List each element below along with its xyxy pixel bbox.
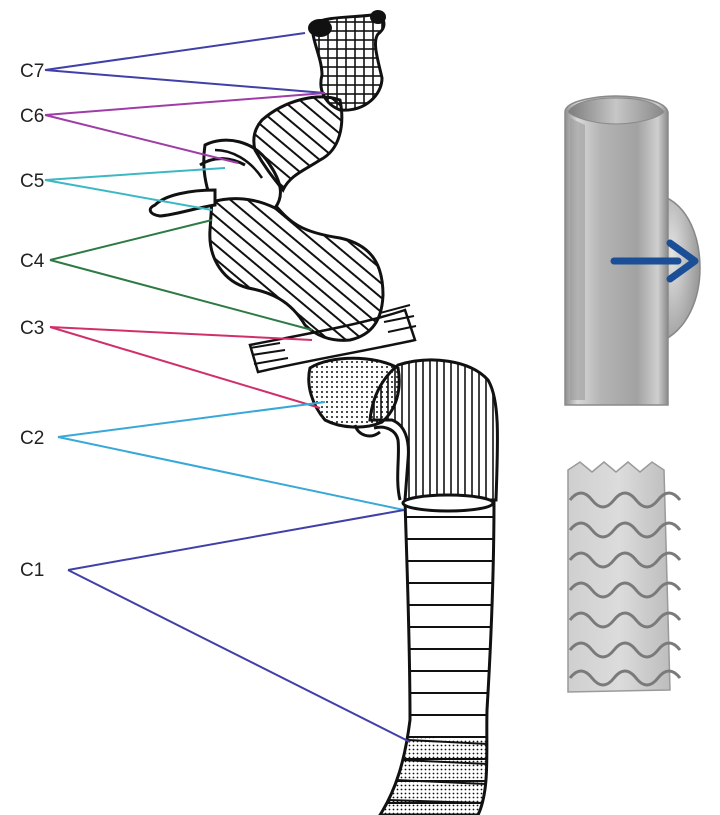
right-arrow-icon: [610, 239, 699, 283]
segment-c1-stippled-base: [380, 735, 488, 815]
segment-c1-rings: [387, 739, 489, 804]
leader-c4: [49, 219, 313, 331]
label-c3: C3: [20, 318, 44, 339]
label-c5: C5: [20, 171, 44, 192]
label-c1: C1: [20, 560, 44, 581]
leader-c1: [67, 509, 411, 743]
graft-tube-body: [564, 95, 669, 406]
segment-c7-tip: [370, 10, 386, 24]
label-c7: C7: [20, 61, 44, 82]
segment-c1-cervical: [378, 498, 496, 815]
leader-c5: [44, 167, 226, 211]
carotid-artery-illustration: [148, 10, 499, 815]
label-c4: C4: [20, 251, 45, 272]
segment-c5-inner-fold: [214, 148, 264, 179]
graft-inner-shadow: [570, 118, 585, 400]
segment-c3-lower-stub: [353, 424, 381, 438]
leader-c6: [44, 92, 326, 164]
wavy-stent-icon: [567, 461, 682, 693]
leader-c2: [57, 401, 405, 511]
segment-c7-cap: [308, 19, 332, 37]
segment-c2-outer-wall: [373, 425, 402, 501]
segment-c2-junction-ring: [401, 493, 495, 513]
leader-c3: [49, 326, 321, 409]
stent-body: [567, 461, 671, 693]
leader-lines: [44, 32, 411, 743]
ophthalmic-branch: [148, 188, 217, 218]
stent-struts: [568, 491, 682, 687]
label-c2: C2: [20, 428, 44, 449]
segment-c3-lacerum: [307, 356, 401, 429]
bulging-graft-tube-icon: [564, 95, 701, 406]
segment-labels: C7 C6 C5 C4 C3 C2 C1: [20, 61, 45, 581]
ligament-fibers: [249, 304, 417, 365]
leader-c7: [44, 32, 326, 94]
label-c6: C6: [20, 106, 44, 127]
graft-tube-opening: [567, 97, 665, 125]
segment-c4-cavernous: [208, 195, 385, 342]
